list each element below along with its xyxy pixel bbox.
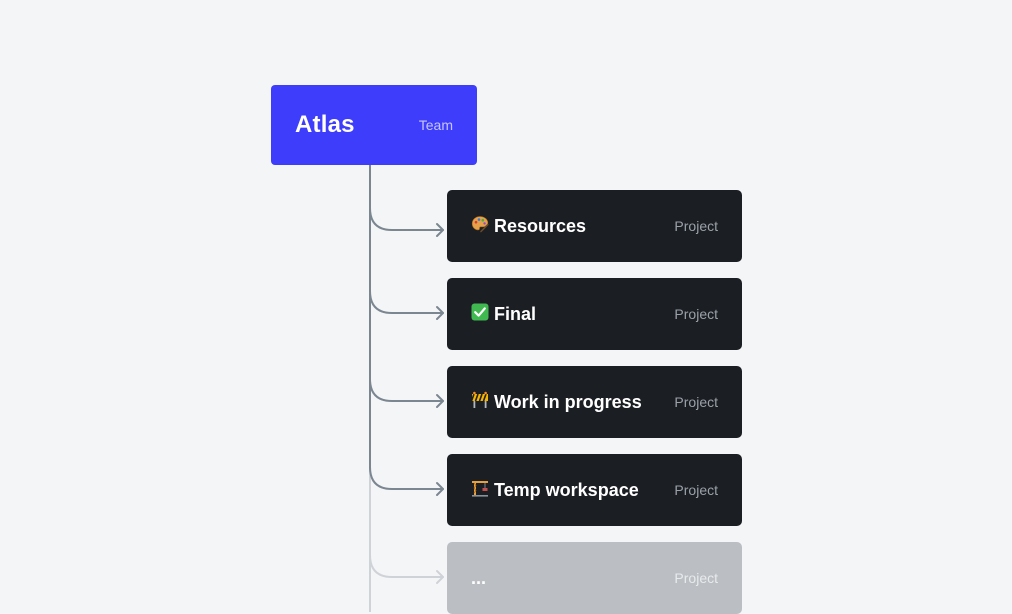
project-title-text-work-in-progress: Work in progress: [494, 391, 642, 412]
connector-arrowhead-work-in-progress: [436, 394, 444, 408]
project-title-text-resources: Resources: [494, 215, 587, 236]
connector-arrowhead-resources: [436, 223, 444, 237]
check-mark-icon: [471, 303, 489, 321]
connector-branch-temp-workspace: [369, 466, 444, 490]
palette-icon: [471, 216, 489, 233]
project-title-text-final: Final: [494, 303, 537, 324]
project-card-final[interactable]: Final Project: [447, 278, 742, 350]
team-name: Atlas: [295, 111, 355, 138]
project-title-text-temp-workspace: Temp workspace: [494, 479, 639, 500]
project-card-more[interactable]: ... Project: [447, 542, 742, 614]
project-type-more: Project: [674, 570, 718, 586]
connector-branch-resources: [369, 207, 444, 231]
building-construction-icon: [472, 481, 488, 497]
project-type-final: Project: [674, 306, 718, 322]
project-title-final: Final: [471, 303, 537, 325]
connector-arrowhead-more: [436, 570, 444, 584]
project-type-work-in-progress: Project: [674, 394, 718, 410]
project-type-resources: Project: [674, 218, 718, 234]
project-type-temp-workspace: Project: [674, 482, 718, 498]
project-title-temp-workspace: Temp workspace: [471, 480, 639, 501]
construction-barrier-icon: [471, 391, 488, 408]
project-title-work-in-progress: Work in progress: [471, 392, 642, 413]
connector-branch-final: [369, 290, 444, 314]
connector-arrowhead-temp-workspace: [436, 482, 444, 496]
project-card-resources[interactable]: Resources Project: [447, 190, 742, 262]
project-title-resources: Resources: [471, 216, 586, 237]
project-title-text-more: ...: [471, 567, 487, 588]
project-title-more: ...: [471, 568, 486, 589]
team-type-label: Team: [418, 117, 453, 133]
project-card-temp-workspace[interactable]: Temp workspace Project: [447, 454, 742, 526]
connector-branch-work-in-progress: [369, 378, 444, 402]
connector-branch-more: [369, 554, 444, 578]
project-card-work-in-progress[interactable]: Work in progress Project: [447, 366, 742, 438]
connector-arrowhead-final: [436, 306, 444, 320]
team-card[interactable]: Atlas Team: [271, 85, 477, 165]
